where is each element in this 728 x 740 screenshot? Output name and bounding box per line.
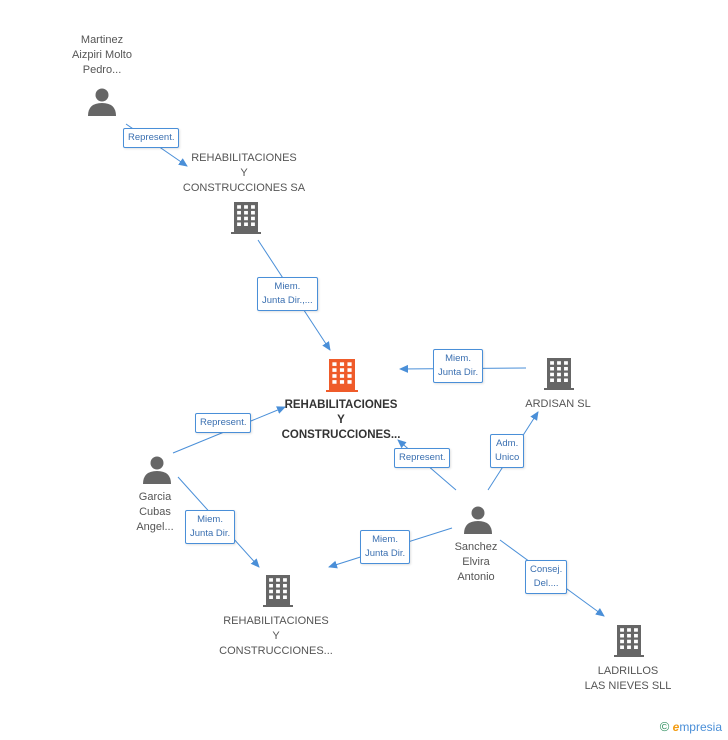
relation-label-miem-junta[interactable]: Miem. Junta Dir.: [185, 510, 236, 544]
relation-label-miem-junta[interactable]: Miem. Junta Dir.,...: [257, 277, 318, 311]
node-label-martinez[interactable]: Martinez Aizpiri Molto Pedro...: [72, 34, 132, 76]
person-icon-garcia[interactable]: [143, 456, 171, 485]
node-label-rehab-sa[interactable]: REHABILITACIONES Y CONSTRUCCIONES SA: [182, 152, 306, 194]
relation-label-represent[interactable]: Represent.: [123, 128, 180, 148]
node-label-ardisan[interactable]: ARDISAN SL: [525, 398, 591, 410]
relation-label-consej-del[interactable]: Consej. Del....: [525, 560, 568, 594]
relation-label-represent[interactable]: Represent.: [394, 448, 451, 468]
brand-footer[interactable]: © empresia: [660, 719, 722, 734]
node-label-garcia[interactable]: Garcia Cubas Angel...: [136, 491, 174, 533]
node-label-main-company[interactable]: REHABILITACIONES Y CONSTRUCCIONES...: [281, 399, 401, 441]
person-icon-martinez[interactable]: [88, 88, 116, 117]
node-label-sanchez[interactable]: Sanchez Elvira Antonio: [454, 541, 498, 583]
brand-logo-initial: e: [672, 720, 680, 734]
building-icon-ladrillos[interactable]: [614, 625, 644, 657]
node-label-ladrillos[interactable]: LADRILLOS LAS NIEVES SLL: [584, 665, 672, 692]
copyright-icon: ©: [659, 719, 670, 734]
building-icon-rehab-bottom[interactable]: [263, 575, 293, 607]
building-icon-main-company[interactable]: [326, 359, 358, 392]
relation-label-represent[interactable]: Represent.: [195, 413, 252, 433]
person-icon-sanchez[interactable]: [464, 506, 492, 535]
brand-name: mpresia: [679, 720, 722, 734]
node-label-rehab-bottom[interactable]: REHABILITACIONES Y CONSTRUCCIONES...: [219, 615, 333, 657]
relation-label-adm-unico[interactable]: Adm. Unico: [490, 434, 525, 468]
node-icons: [88, 88, 644, 657]
relation-label-miem-junta[interactable]: Miem. Junta Dir.: [360, 530, 411, 564]
relation-label-miem-junta[interactable]: Miem. Junta Dir.: [433, 349, 484, 383]
building-icon-rehab-sa[interactable]: [231, 202, 261, 234]
building-icon-ardisan[interactable]: [544, 358, 574, 390]
